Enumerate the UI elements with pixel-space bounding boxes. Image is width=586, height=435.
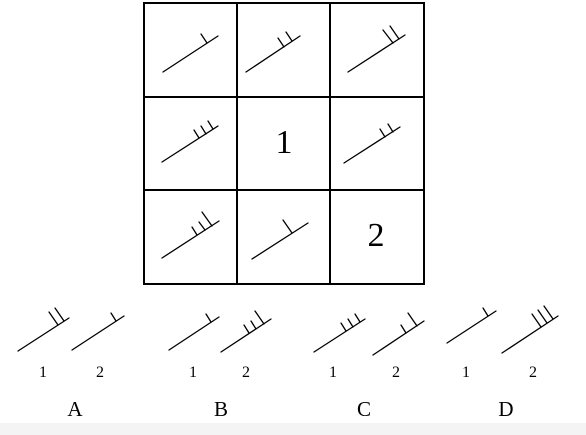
- option-d-glyph-1: [446, 307, 497, 344]
- cell-r1c2-glyph: [245, 31, 301, 73]
- cell-r3c2-glyph: [251, 219, 309, 260]
- option-b-glyph-1: [168, 313, 220, 351]
- grid: [143, 2, 425, 285]
- option-c-label-1: 1: [329, 364, 337, 381]
- option-c-label-2: 2: [392, 364, 400, 381]
- option-a-glyph-2: [71, 312, 125, 351]
- cell-r3c1-glyph: [161, 211, 220, 259]
- option-d-glyph-2: [501, 305, 559, 354]
- option-a-label-2: 2: [96, 364, 104, 381]
- cell-r2c2-label: 1: [276, 124, 293, 161]
- option-b-letter: B: [214, 397, 228, 421]
- cell-r1c3-glyph: [347, 25, 406, 73]
- option-a-letter: A: [67, 397, 83, 421]
- option-d-label-2: 2: [529, 364, 537, 381]
- cell-r3c3-label: 2: [368, 217, 385, 254]
- option-c-glyph-1: [313, 313, 366, 353]
- cell-r2c3-glyph: [343, 123, 401, 164]
- option-a-label-1: 1: [39, 364, 47, 381]
- option-b-glyph-2: [220, 310, 272, 353]
- grid-border: [143, 2, 425, 285]
- option-d-label-1: 1: [462, 364, 470, 381]
- option-c-letter: C: [357, 397, 371, 421]
- option-b-label-2: 2: [242, 364, 250, 381]
- option-a-glyph-1: [17, 307, 70, 352]
- white-panel: [0, 0, 586, 423]
- cell-r1c1-glyph: [162, 33, 219, 73]
- cell-r2c1-glyph: [161, 120, 219, 163]
- option-b-label-1: 1: [189, 364, 197, 381]
- option-d-letter: D: [498, 397, 513, 421]
- option-c-glyph-2: [372, 312, 425, 356]
